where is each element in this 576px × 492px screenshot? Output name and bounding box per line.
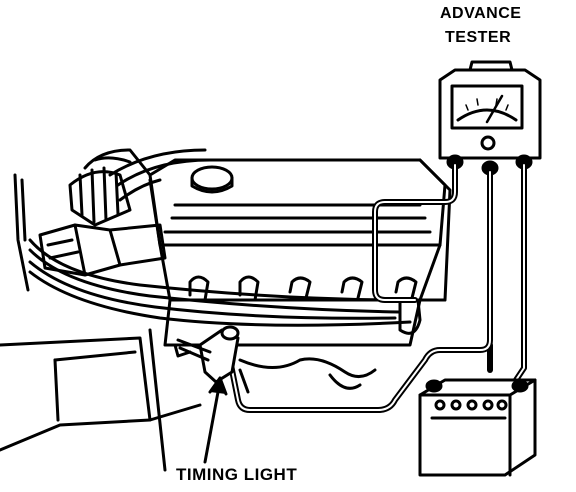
advance-tester xyxy=(438,60,542,176)
engine-block xyxy=(148,158,452,347)
tester-leads xyxy=(227,162,527,413)
battery xyxy=(418,378,537,477)
timing-light xyxy=(176,325,240,384)
timing-light-label: TIMING LIGHT xyxy=(176,465,298,484)
advance-tester-label-line1: ADVANCE xyxy=(440,5,522,22)
timing-light-pointer xyxy=(203,376,228,464)
plug-boots xyxy=(188,275,422,335)
chassis xyxy=(0,328,377,472)
distributor xyxy=(38,223,167,277)
advance-tester-label-line2: TESTER xyxy=(445,29,512,46)
tester-leads-inner xyxy=(229,164,525,411)
left-plug-wires xyxy=(13,173,412,327)
intake-housing xyxy=(68,148,212,227)
